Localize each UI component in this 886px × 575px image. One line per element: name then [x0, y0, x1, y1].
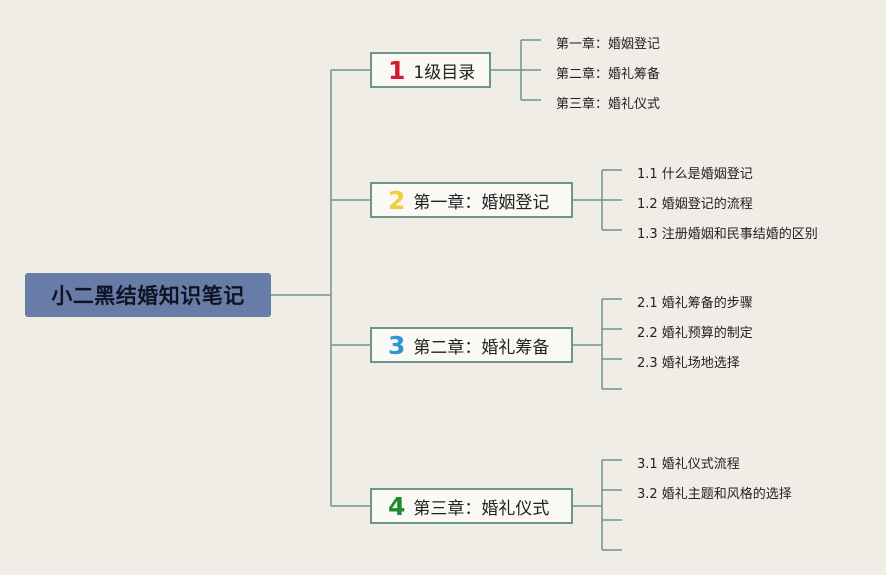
root-node[interactable]: 小二黑结婚知识笔记 [25, 273, 271, 317]
leaf-item[interactable]: 2.3 婚礼场地选择 [637, 356, 740, 371]
branch-node-chapter-2[interactable]: 3 第二章：婚礼筹备 [370, 327, 573, 363]
leaf-item[interactable]: 第一章：婚姻登记 [556, 37, 661, 52]
number-3-icon: 3 [388, 330, 406, 360]
leaf-item[interactable]: 第二章：婚礼筹备 [556, 67, 661, 82]
leaf-item[interactable]: 第三章：婚礼仪式 [556, 97, 661, 112]
branch-node-chapter-1[interactable]: 2 第一章：婚姻登记 [370, 182, 573, 218]
branch-label: 第三章：婚礼仪式 [413, 498, 550, 519]
leaf-item[interactable]: 1.3 注册婚姻和民事结婚的区别 [637, 227, 818, 242]
leaf-item[interactable]: 1.2 婚姻登记的流程 [637, 197, 753, 212]
branch-label: 第二章：婚礼筹备 [413, 337, 550, 358]
branch-label: 1级目录 [413, 62, 476, 83]
leaf-item[interactable]: 3.1 婚礼仪式流程 [637, 457, 740, 472]
leaf-item[interactable]: 1.1 什么是婚姻登记 [637, 167, 753, 182]
branch-node-toc[interactable]: 1 1级目录 [370, 52, 491, 88]
number-1-icon: 1 [388, 55, 406, 85]
root-label: 小二黑结婚知识笔记 [51, 284, 245, 308]
leaf-item[interactable]: 2.1 婚礼筹备的步骤 [637, 296, 753, 311]
number-4-icon: 4 [388, 491, 406, 521]
branch-label: 第一章：婚姻登记 [413, 192, 550, 213]
number-2-icon: 2 [388, 185, 406, 215]
leaf-item[interactable]: 3.2 婚礼主题和风格的选择 [637, 487, 792, 502]
leaf-item[interactable]: 2.2 婚礼预算的制定 [637, 326, 753, 341]
branch-node-chapter-3[interactable]: 4 第三章：婚礼仪式 [370, 488, 573, 524]
